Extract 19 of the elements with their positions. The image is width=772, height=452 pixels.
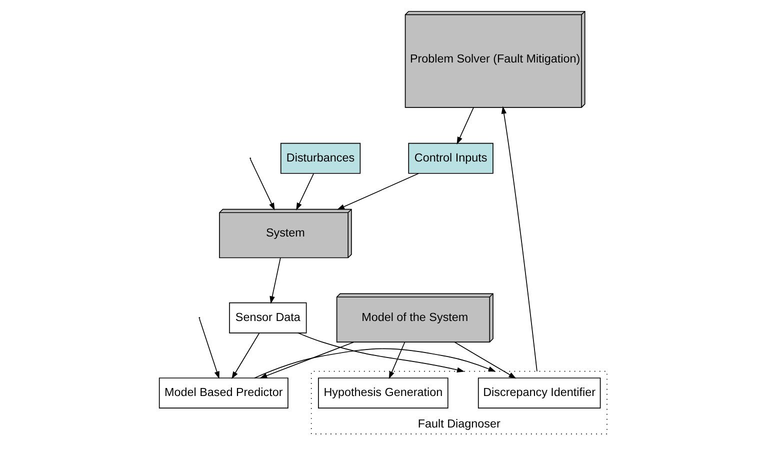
arrow bbox=[254, 348, 496, 378]
arrow bbox=[198, 318, 219, 379]
node-box: Model Based Predictor bbox=[158, 378, 288, 408]
arrow bbox=[388, 342, 405, 379]
arrow bbox=[259, 342, 354, 378]
node-box: Control Inputs bbox=[408, 142, 493, 174]
arrow bbox=[454, 342, 516, 379]
arrow bbox=[269, 257, 280, 304]
arrow bbox=[296, 173, 314, 210]
arrow bbox=[336, 173, 418, 210]
node-box: Sensor Data bbox=[228, 302, 306, 334]
node-box: Hypothesis Generation bbox=[318, 378, 448, 408]
node-box: Disturbances bbox=[280, 142, 360, 174]
arrow bbox=[231, 332, 260, 380]
node-box: Discrepancy Identifier bbox=[477, 378, 600, 408]
arrow bbox=[500, 106, 537, 372]
arrow bbox=[456, 107, 474, 144]
arrow bbox=[297, 332, 464, 372]
arrow bbox=[249, 158, 274, 210]
